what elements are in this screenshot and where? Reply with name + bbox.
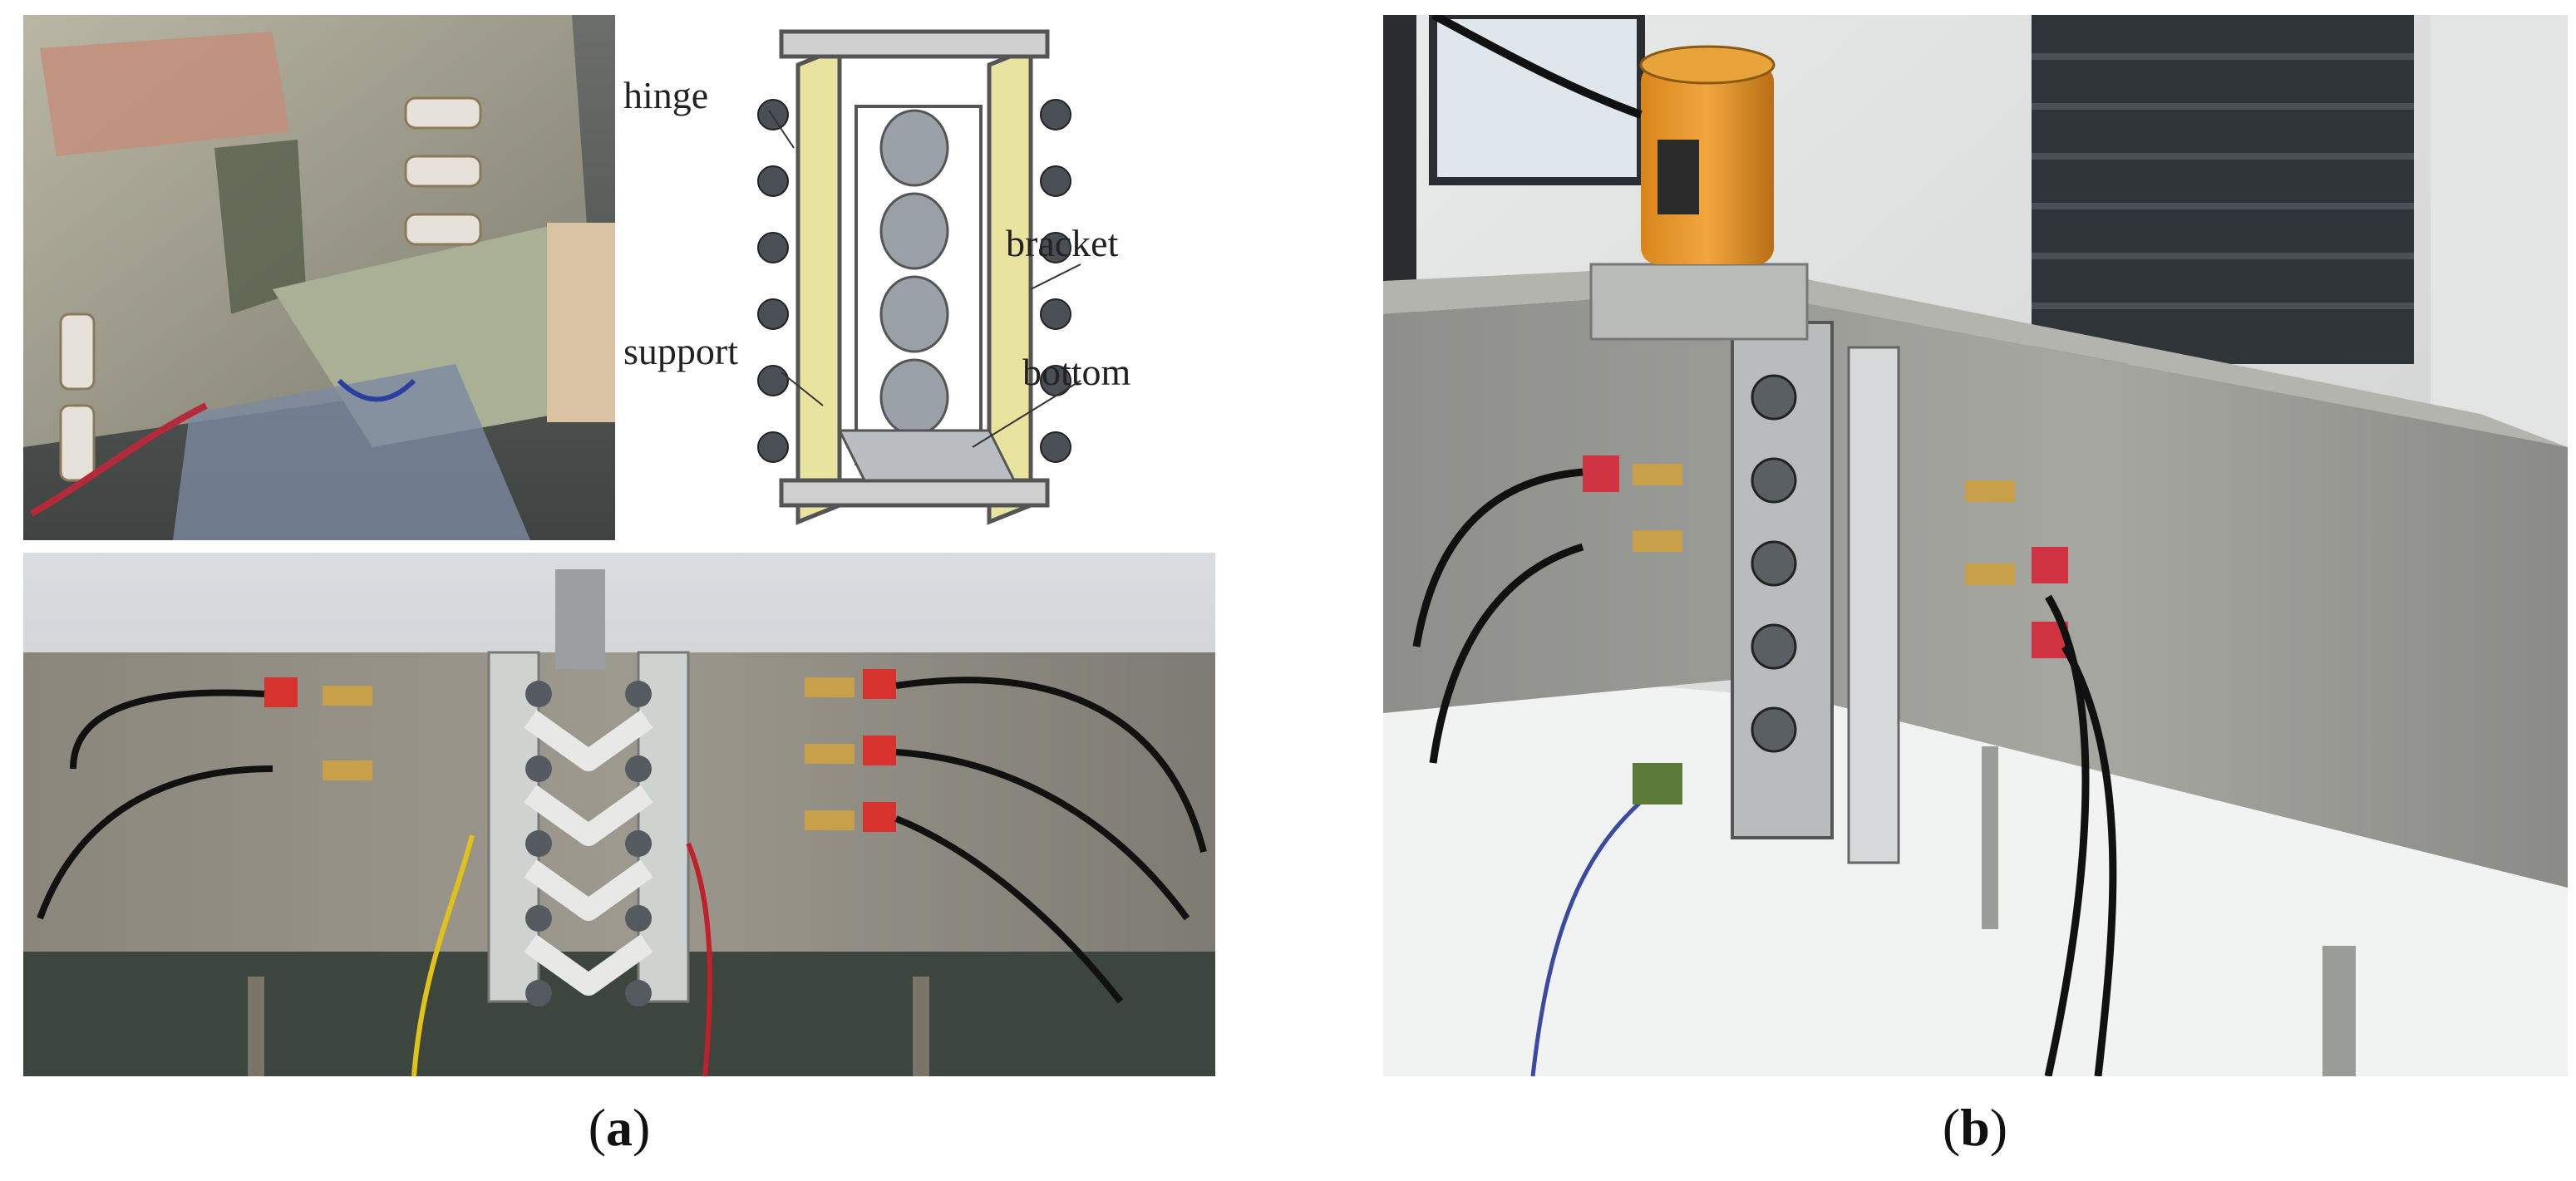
photo-beam-front [23, 553, 1215, 1076]
caption-b: (b) [1942, 1098, 2008, 1157]
photo-specimen-closeup [23, 15, 615, 540]
label-bottom: bottom [1022, 351, 1131, 393]
caption-a-letter: a [606, 1098, 633, 1157]
label-hinge: hinge [623, 74, 708, 116]
caption-b-letter: b [1960, 1098, 1990, 1157]
photo-test-setup [1383, 15, 2568, 1076]
label-support: support [623, 330, 738, 372]
bracket-diagram: hinge bracket support bottom [615, 15, 1215, 540]
label-bracket: bracket [1006, 222, 1119, 264]
caption-a: (a) [588, 1098, 651, 1157]
